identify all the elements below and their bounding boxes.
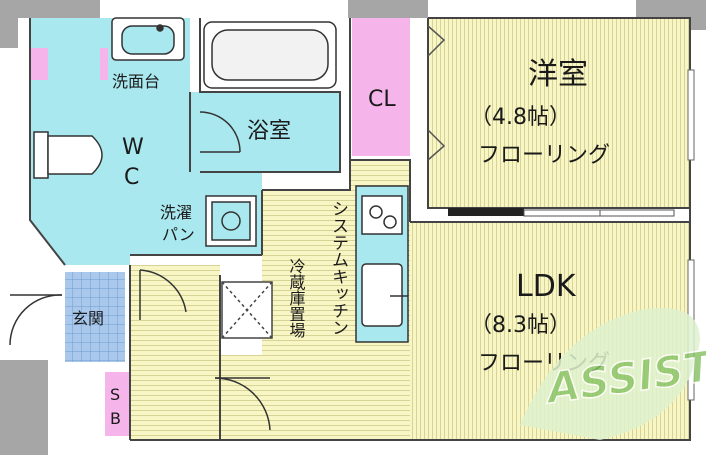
wash-basin xyxy=(111,17,185,61)
shoe-box-label-b: B xyxy=(110,409,121,428)
sliding-door-light xyxy=(523,209,675,217)
fridge-label: 冷蔵庫置場 xyxy=(287,258,306,339)
fridge-space xyxy=(221,281,273,339)
wc-label-w: W xyxy=(122,135,144,160)
ldk-size: （8.3帖） xyxy=(470,313,571,338)
wet-area-floor xyxy=(30,18,262,265)
western-room-floor-label: フローリング xyxy=(478,143,610,168)
bathroom-floor xyxy=(200,92,340,172)
laundry-label-1: 洗濯 xyxy=(160,203,192,222)
washstand-label: 洗面台 xyxy=(112,72,160,91)
entrance-label: 玄関 xyxy=(72,309,104,328)
shoe-box xyxy=(105,372,129,436)
kitchen-label: システムキッチン xyxy=(328,200,348,336)
sliding-door-dark xyxy=(448,208,524,216)
laundry-label-2: パン xyxy=(162,225,195,244)
toilet xyxy=(33,131,103,179)
western-room-size: （4.8帖） xyxy=(470,105,571,130)
wc-label-c: C xyxy=(124,165,139,190)
bathroom-label: 浴室 xyxy=(247,119,291,144)
interior-walls xyxy=(29,17,691,441)
closet-label: CL xyxy=(368,87,396,112)
ldk-name: LDK xyxy=(516,269,577,304)
closet xyxy=(352,18,410,156)
washroom-storage xyxy=(30,48,48,80)
laundry-pan xyxy=(205,195,257,247)
western-room-name: 洋室 xyxy=(528,57,588,92)
closet-doors xyxy=(427,25,446,161)
swing-doors xyxy=(9,111,271,431)
kitchen-counter xyxy=(355,185,409,343)
shoe-box-label-s: S xyxy=(110,385,120,404)
window-western xyxy=(687,69,695,161)
bathtub xyxy=(203,21,337,89)
